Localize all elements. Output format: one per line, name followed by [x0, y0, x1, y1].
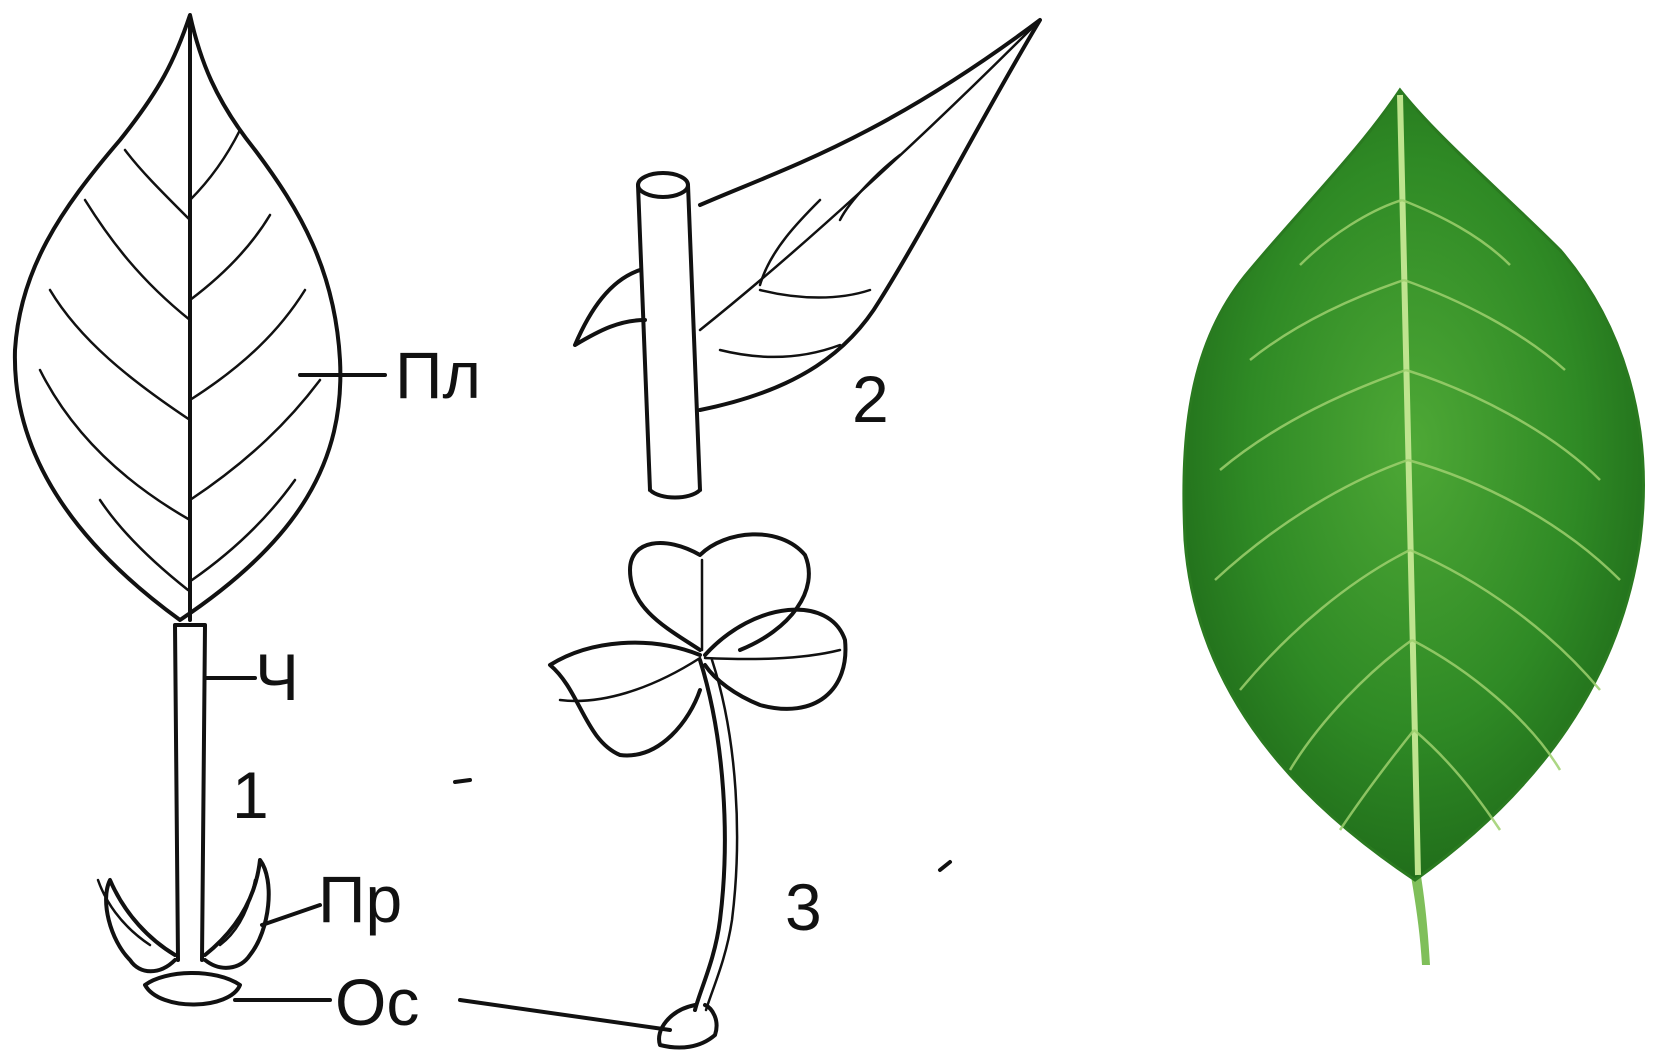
leaflet-top [630, 534, 809, 650]
compound-base [659, 1005, 717, 1048]
stray-mark [940, 862, 950, 870]
vein [100, 500, 188, 590]
figure-2-sessile-leaf: 2 [575, 20, 1040, 498]
stem [638, 185, 700, 498]
leader-stipules [262, 905, 320, 925]
leaflet-right-midrib [705, 650, 840, 659]
green-leaf-photo [1184, 90, 1644, 965]
vein [190, 130, 240, 200]
vein [192, 480, 295, 580]
leaflet-left [550, 643, 700, 756]
vein [190, 290, 305, 400]
leaflet-left-midrib [560, 658, 700, 701]
petiole [175, 625, 205, 960]
figure-3-compound-leaf: 3 [460, 534, 845, 1047]
compound-petiole [695, 660, 725, 1010]
leader-base-fig3 [460, 1000, 670, 1030]
stipule-left [106, 880, 175, 971]
vein [85, 200, 190, 320]
stray-mark [455, 780, 470, 782]
label-figure-1: 1 [232, 758, 269, 832]
photo-leaf-petiole [1410, 870, 1430, 965]
label-stipules: Пр [318, 862, 402, 936]
vein [190, 380, 320, 500]
vein [720, 345, 840, 357]
sessile-blade [700, 20, 1040, 410]
stem-top [638, 173, 688, 197]
label-base: Ос [335, 965, 419, 1039]
label-figure-2: 2 [852, 362, 889, 436]
label-blade: Пл [395, 338, 481, 412]
vein [125, 150, 190, 220]
stipule-right [205, 860, 269, 968]
vein [50, 290, 190, 420]
leaf-base [145, 973, 240, 1005]
vein [190, 215, 270, 300]
label-petiole: Ч [255, 640, 299, 714]
sessile-midrib [700, 25, 1035, 330]
vein [760, 290, 870, 298]
vein [40, 370, 190, 520]
figure-1-petiolate-leaf: Пл Ч 1 Пр Ос [15, 15, 481, 1039]
leaf-blade [15, 15, 340, 620]
label-figure-3: 3 [785, 870, 822, 944]
blade-clasp-left [575, 270, 645, 345]
